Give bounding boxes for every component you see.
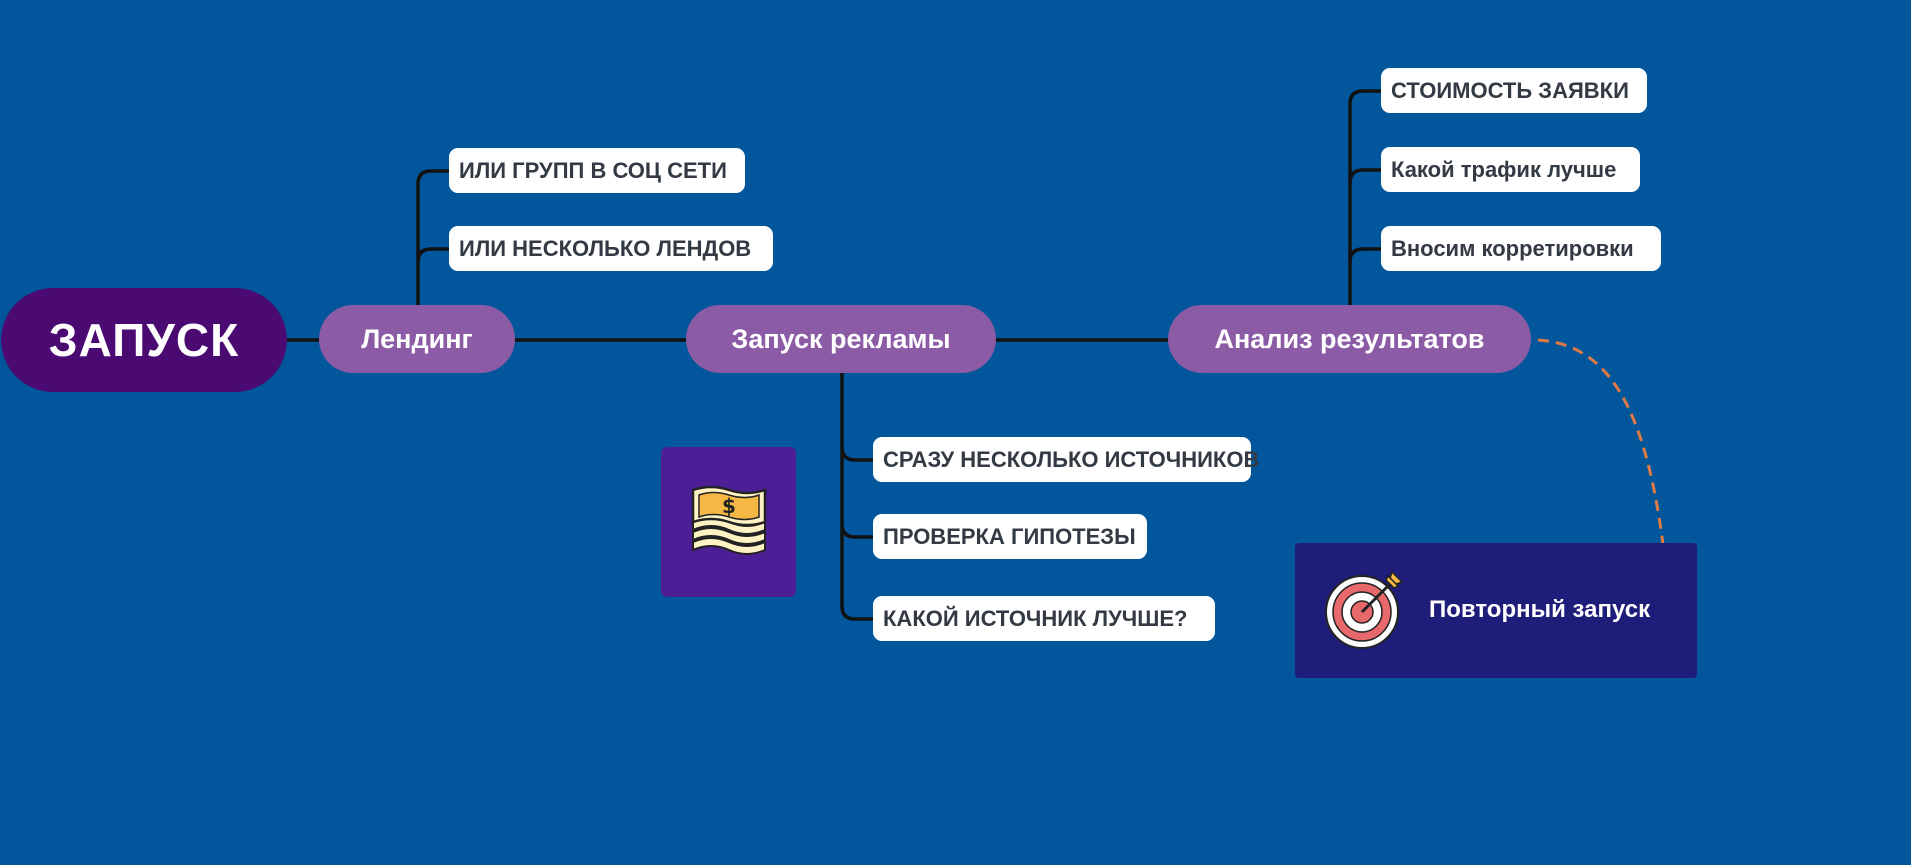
branch-node-ads[interactable]: Запуск рекламы	[686, 305, 996, 373]
branch-node-landing[interactable]: Лендинг	[319, 305, 515, 373]
money-illustration: $	[661, 447, 796, 597]
root-node[interactable]: ЗАПУСК	[1, 288, 287, 392]
money-stack-icon: $	[691, 485, 766, 555]
svg-text:$: $	[722, 494, 736, 518]
ads-connector	[840, 372, 875, 621]
branch-node-analysis[interactable]: Анализ результатов	[1168, 305, 1531, 373]
leaf-node[interactable]: СРАЗУ НЕСКОЛЬКО ИСТОЧНИКОВ	[873, 437, 1259, 482]
leaf-node[interactable]: ИЛИ НЕСКОЛЬКО ЛЕНДОВ	[449, 226, 773, 271]
leaf-node[interactable]: ПРОВЕРКА ГИПОТЕЗЫ	[873, 514, 1147, 559]
leaf-node[interactable]: Вносим корретировки	[1381, 226, 1661, 271]
lending-connector	[416, 169, 451, 307]
target-arrow-icon	[1325, 570, 1404, 649]
repeat-launch-label: Повторный запуск	[1429, 596, 1651, 623]
leaf-node[interactable]: Какой трафик лучше	[1381, 147, 1640, 192]
leaf-node[interactable]: СТОИМОСТЬ ЗАЯВКИ	[1381, 68, 1647, 113]
analysis-connector	[1348, 89, 1383, 307]
leaf-node[interactable]: КАКОЙ ИСТОЧНИК ЛУЧШЕ?	[873, 596, 1215, 641]
leaf-node[interactable]: ИЛИ ГРУПП В СОЦ СЕТИ	[449, 148, 745, 193]
